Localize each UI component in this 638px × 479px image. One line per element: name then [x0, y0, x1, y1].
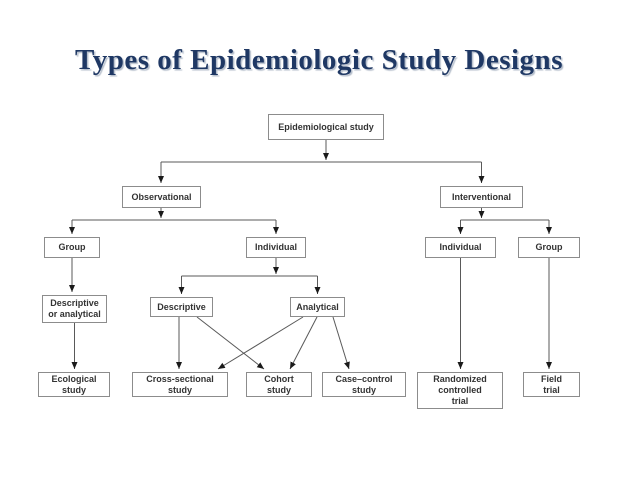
node-individual-interventional: Individual: [425, 237, 496, 258]
node-group-observational: Group: [44, 237, 100, 258]
node-field-trial: Field trial: [523, 372, 580, 397]
edge-descriptive-cohort: [196, 316, 265, 370]
node-epidemiological-study: Epidemiological study: [268, 114, 384, 140]
node-group-interventional: Group: [518, 237, 580, 258]
node-ecological-study: Ecological study: [38, 372, 110, 397]
node-interventional: Interventional: [440, 186, 523, 208]
node-individual-observational: Individual: [246, 237, 306, 258]
node-descriptive-or-analytical: Descriptive or analytical: [42, 295, 107, 323]
slide-title: Types of Epidemiologic Study Designs: [75, 44, 563, 76]
node-analytical: Analytical: [290, 297, 345, 317]
node-descriptive: Descriptive: [150, 297, 213, 317]
edge-analytical-crosssectional: [217, 316, 304, 370]
node-cohort-study: Cohort study: [246, 372, 312, 397]
edge-analytical-casecontrol: [332, 316, 350, 370]
node-randomized-controlled-trial: Randomized controlled trial: [417, 372, 503, 409]
edge-analytical-cohort: [289, 316, 318, 370]
node-cross-sectional-study: Cross-sectional study: [132, 372, 228, 397]
node-case-control-study: Case–control study: [322, 372, 406, 397]
node-observational: Observational: [122, 186, 201, 208]
